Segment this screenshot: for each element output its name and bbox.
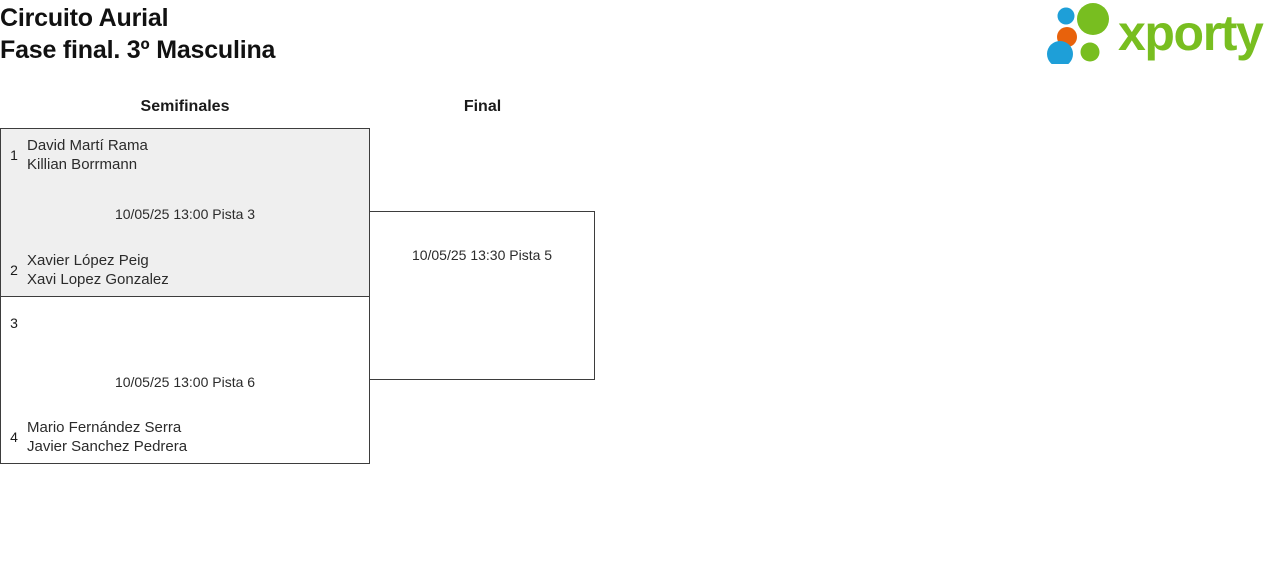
match-box-semifinal-1[interactable]: 1 David Martí Rama Killian Borrmann 10/0… xyxy=(0,128,370,296)
match-schedule-info: 10/05/25 13:00 Pista 3 xyxy=(114,206,256,222)
seed-number: 1 xyxy=(10,147,18,163)
match-box-final[interactable]: 10/05/25 13:30 Pista 5 xyxy=(369,211,595,380)
seed-number: 3 xyxy=(10,315,18,331)
match-slot-seed-1[interactable]: 1 David Martí Rama Killian Borrmann xyxy=(1,133,369,177)
round-header-final: Final xyxy=(463,98,502,115)
page-header: Circuito Aurial Fase final. 3º Masculina… xyxy=(0,0,1280,90)
round-header-semifinales: Semifinales xyxy=(140,98,230,115)
match-slot-seed-4[interactable]: 4 Mario Fernández Serra Javier Sanchez P… xyxy=(1,415,369,459)
tournament-phase-subtitle: Fase final. 3º Masculina xyxy=(0,36,276,64)
player-pair: David Martí Rama Killian Borrmann xyxy=(27,136,369,174)
match-slot-seed-2[interactable]: 2 Xavier López Peig Xavi Lopez Gonzalez xyxy=(1,248,369,292)
player-name: Killian Borrmann xyxy=(27,156,138,173)
tournament-title: Circuito Aurial xyxy=(0,4,169,32)
logo-dots-icon xyxy=(1047,3,1109,64)
match-slot-seed-3[interactable]: 3 xyxy=(1,301,369,345)
seed-number: 4 xyxy=(10,429,18,445)
player-name: Xavi Lopez Gonzalez xyxy=(27,271,169,288)
logo-wordmark: xporty xyxy=(1118,5,1264,61)
player-name: Xavier López Peig xyxy=(27,252,149,269)
match-schedule-info: 10/05/25 13:30 Pista 5 xyxy=(411,247,553,263)
match-box-semifinal-2[interactable]: 3 10/05/25 13:00 Pista 6 4 Mario Fernánd… xyxy=(0,296,370,464)
player-name: Javier Sanchez Pedrera xyxy=(27,438,188,455)
match-schedule-info: 10/05/25 13:00 Pista 6 xyxy=(114,374,256,390)
player-name: Mario Fernández Serra xyxy=(27,419,182,436)
player-pair: Xavier López Peig Xavi Lopez Gonzalez xyxy=(27,251,369,289)
seed-number: 2 xyxy=(10,262,18,278)
player-pair: Mario Fernández Serra Javier Sanchez Ped… xyxy=(27,418,369,456)
match-slot-final-bottom[interactable] xyxy=(370,331,594,375)
player-name: David Martí Rama xyxy=(27,137,148,154)
xporty-logo[interactable]: xporty xyxy=(1046,2,1272,64)
